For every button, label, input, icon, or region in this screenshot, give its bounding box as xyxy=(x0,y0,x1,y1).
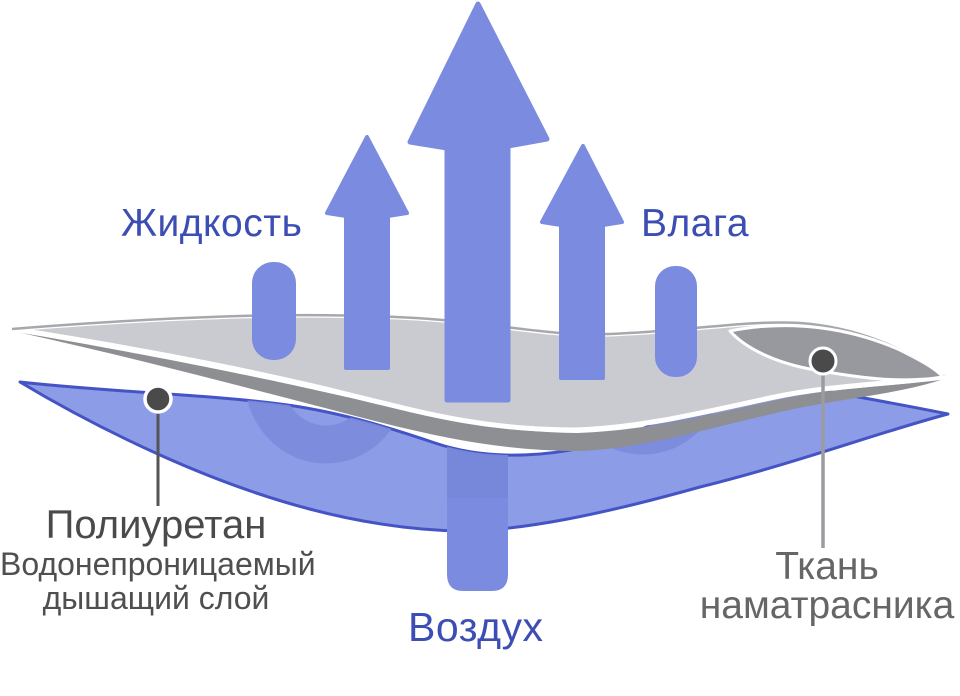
liquid-drop-right xyxy=(655,266,697,377)
up-arrow-large xyxy=(407,1,550,403)
callout-dot-right xyxy=(808,346,838,376)
label-protector-fabric-line1: Ткань xyxy=(775,545,879,588)
label-polyurethane: Полиуретан Водонепроницаемый дышащий сло… xyxy=(0,503,316,617)
fabric-crest-shadow xyxy=(728,324,945,382)
label-protector-fabric: Ткань наматрасника xyxy=(694,547,960,625)
up-arrow-medium-right xyxy=(540,144,624,380)
label-moisture: Влага xyxy=(641,202,750,245)
up-arrow-medium-left xyxy=(325,135,409,370)
fabric-underside xyxy=(12,331,944,451)
label-polyurethane-sub1: Водонепроницаемый xyxy=(0,546,316,583)
callout-dot-left xyxy=(143,384,173,414)
label-liquid: Жидкость xyxy=(121,202,303,245)
label-polyurethane-sub2: дышащий слой xyxy=(42,580,270,617)
air-inlet-stub xyxy=(447,498,508,591)
label-air: Воздух xyxy=(408,604,544,650)
label-polyurethane-title: Полиуретан xyxy=(45,503,267,547)
label-protector-fabric-line2: наматрасника xyxy=(699,584,955,627)
liquid-drop-left xyxy=(252,262,296,360)
